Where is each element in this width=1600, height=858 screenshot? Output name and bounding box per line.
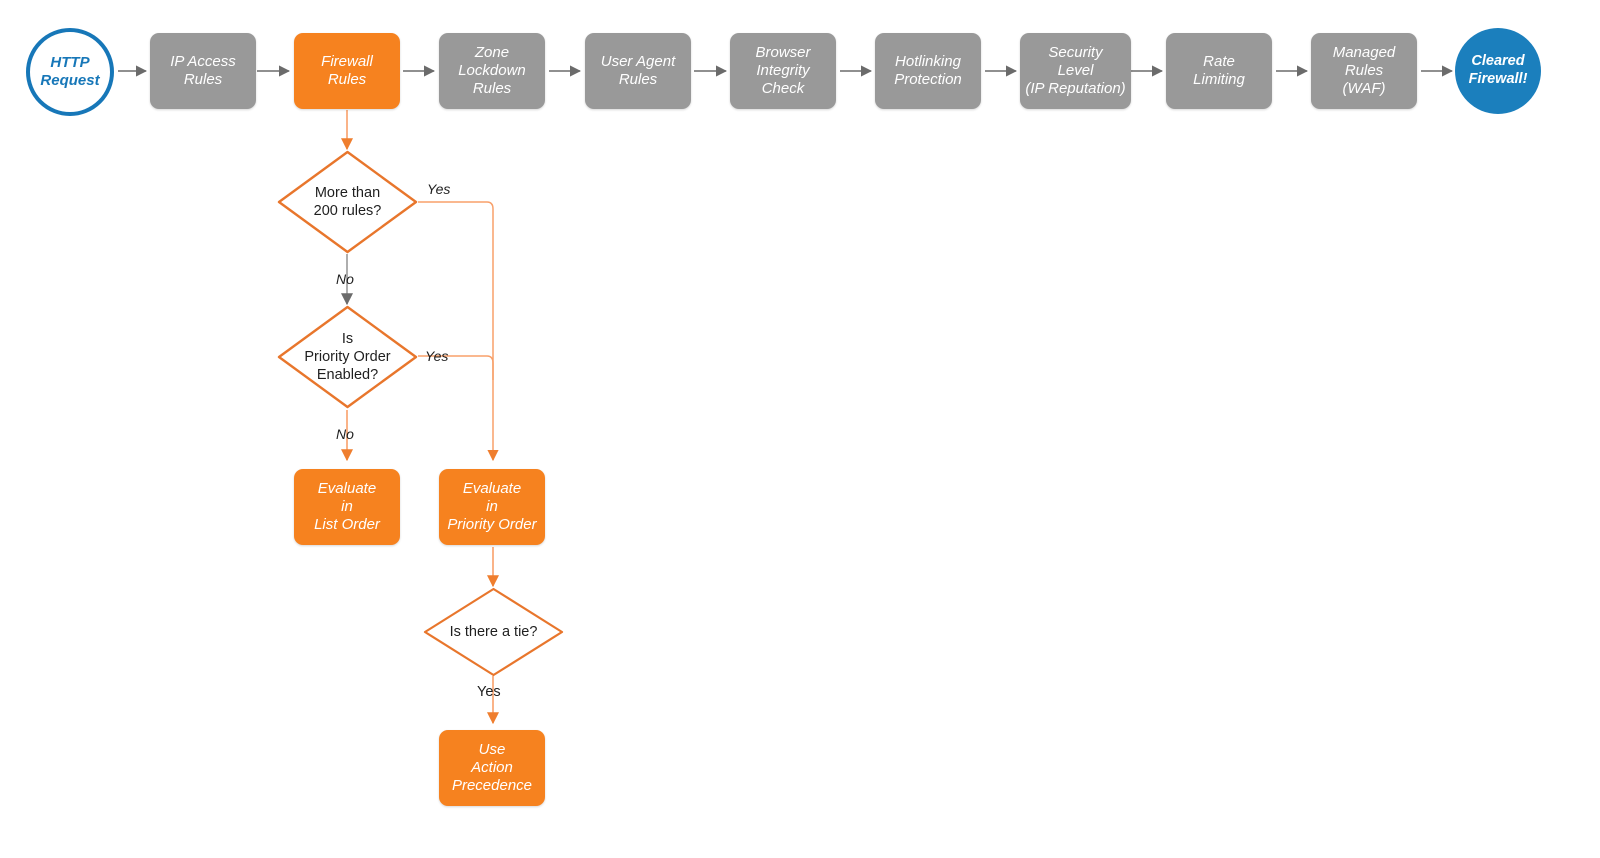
edge-label-tie-yes: Yes	[477, 684, 501, 700]
node-use-action-precedence[interactable]: Use Action Precedence	[439, 730, 545, 806]
node-ip-access-rules[interactable]: IP Access Rules	[150, 33, 256, 109]
decision-label: Is there a tie?	[449, 623, 538, 640]
decision-label: More than 200 rules?	[313, 184, 382, 219]
node-label: Cleared Firewall!	[1468, 53, 1528, 87]
node-label: Browser Integrity Check	[755, 43, 811, 98]
node-label: Evaluate in List Order	[314, 479, 380, 534]
decision-is-there-a-tie[interactable]: Is there a tie?	[423, 587, 564, 677]
node-http-request[interactable]: HTTP Request	[26, 28, 114, 116]
edge-label-more-than-200-no: No	[336, 271, 354, 287]
node-hotlinking-protection[interactable]: Hotlinking Protection	[875, 33, 981, 109]
node-user-agent-rules[interactable]: User Agent Rules	[585, 33, 691, 109]
decision-is-priority-order-enabled[interactable]: Is Priority Order Enabled?	[277, 305, 418, 409]
edge-label-priority-order-no: No	[336, 426, 354, 442]
edge-decision1-yes	[418, 201, 499, 462]
node-evaluate-in-list-order[interactable]: Evaluate in List Order	[294, 469, 400, 545]
edge-label-priority-order-yes: Yes	[425, 348, 449, 364]
node-label: HTTP Request	[40, 53, 100, 89]
node-label: IP Access Rules	[170, 52, 236, 88]
node-evaluate-in-priority-order[interactable]: Evaluate in Priority Order	[439, 469, 545, 545]
node-label: Managed Rules (WAF)	[1332, 43, 1396, 98]
node-label: Hotlinking Protection	[894, 52, 962, 88]
node-label: Rate Limiting	[1193, 52, 1245, 88]
node-zone-lockdown-rules[interactable]: Zone Lockdown Rules	[439, 33, 545, 109]
node-label: Zone Lockdown Rules	[458, 43, 526, 98]
node-rate-limiting[interactable]: Rate Limiting	[1166, 33, 1272, 109]
diamond-shape	[277, 150, 418, 254]
node-managed-rules-waf[interactable]: Managed Rules (WAF)	[1311, 33, 1417, 109]
node-label: User Agent Rules	[600, 52, 676, 88]
node-security-level[interactable]: Security Level (IP Reputation)	[1020, 33, 1131, 109]
node-label: Use Action Precedence	[451, 740, 533, 795]
node-browser-integrity-check[interactable]: Browser Integrity Check	[730, 33, 836, 109]
node-label: Evaluate in Priority Order	[447, 479, 537, 534]
node-firewall-rules[interactable]: Firewall Rules	[294, 33, 400, 109]
node-label: Firewall Rules	[321, 52, 373, 88]
diamond-shape	[423, 587, 564, 677]
edge-label-more-than-200-yes: Yes	[427, 181, 451, 197]
node-label: Security Level (IP Reputation)	[1025, 43, 1126, 98]
decision-label: Is Priority Order Enabled?	[304, 330, 391, 384]
diamond-shape	[277, 305, 418, 409]
decision-more-than-200-rules[interactable]: More than 200 rules?	[277, 150, 418, 254]
node-cleared-firewall[interactable]: Cleared Firewall!	[1455, 28, 1541, 114]
